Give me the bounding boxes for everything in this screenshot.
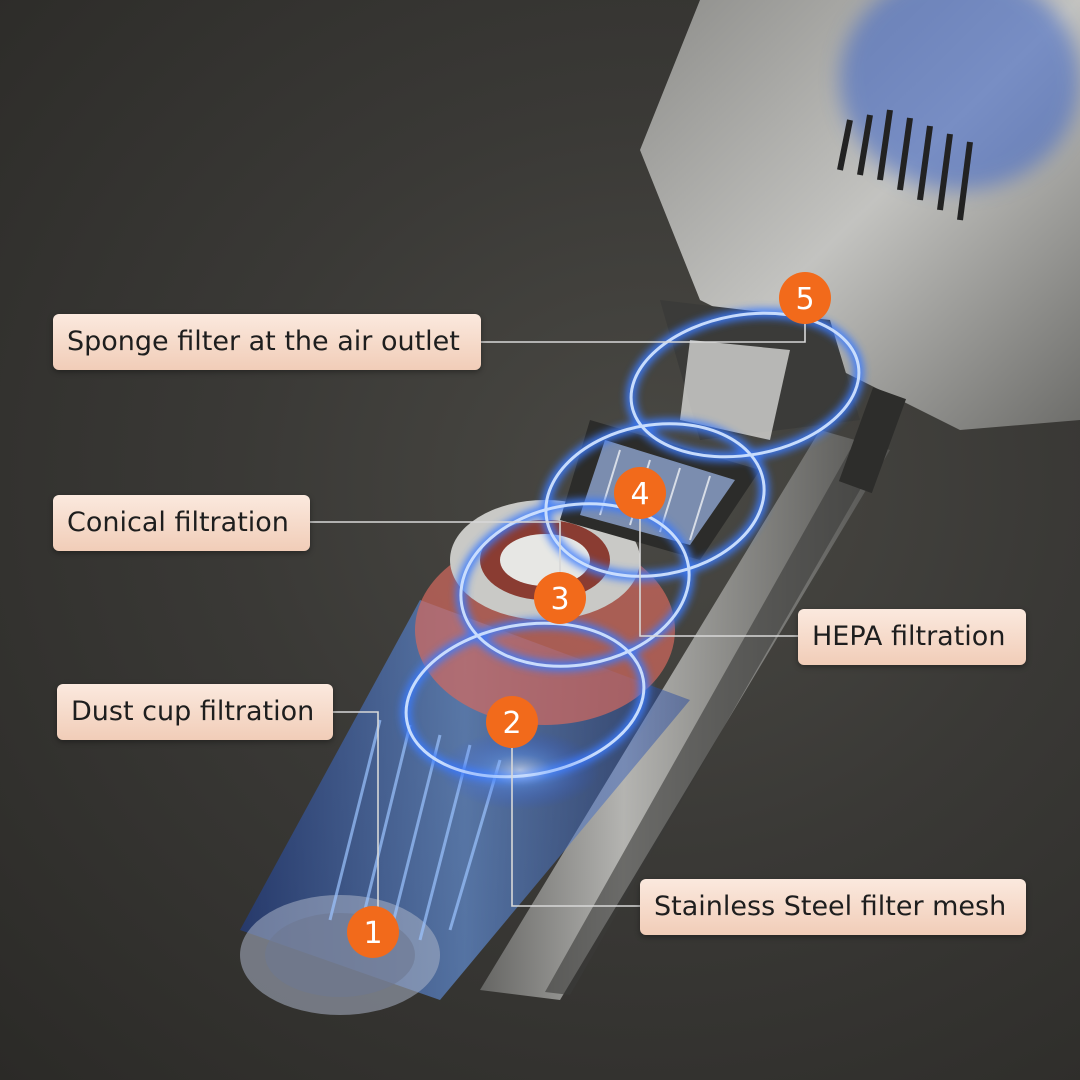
- label-conical-filtration: Conical filtration: [53, 495, 310, 551]
- badge-3: 3: [534, 572, 586, 624]
- leader-dust-cup: [333, 711, 379, 930]
- leader-hepa: [639, 500, 798, 637]
- svg-text:2: 2: [502, 706, 521, 741]
- badge-1: 1: [347, 906, 399, 958]
- badge-4: 4: [614, 467, 666, 519]
- badge-5: 5: [779, 272, 831, 324]
- badge-2: 2: [486, 696, 538, 748]
- handle-rod: [480, 430, 890, 1000]
- airflow-rings: [401, 308, 864, 810]
- svg-text:4: 4: [630, 477, 649, 512]
- label-sponge-filter: Sponge filter at the air outlet: [53, 314, 481, 370]
- number-badges: 1 2 3 4 5: [347, 272, 831, 958]
- label-hepa-filtration: HEPA filtration: [798, 609, 1026, 665]
- leader-steel-mesh: [511, 722, 640, 907]
- label-dust-cup-filtration: Dust cup filtration: [57, 684, 333, 740]
- svg-text:1: 1: [363, 916, 382, 951]
- label-steel-filter-mesh: Stainless Steel filter mesh: [640, 879, 1026, 935]
- svg-text:5: 5: [795, 282, 814, 317]
- svg-text:3: 3: [550, 582, 569, 617]
